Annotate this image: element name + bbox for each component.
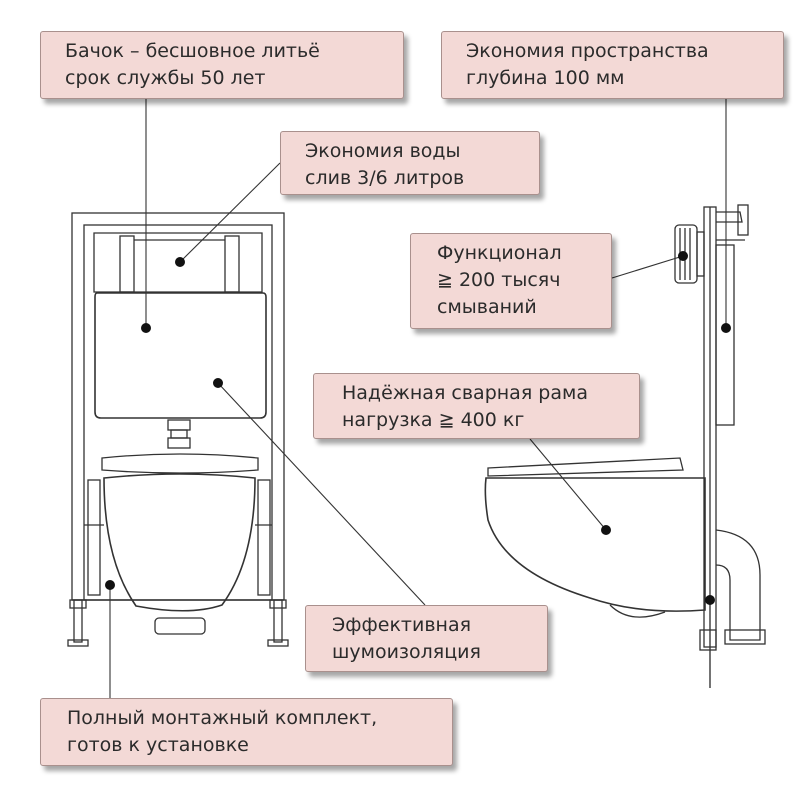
callout-kit-line2: готов к установке (67, 734, 249, 756)
drain-pipe (715, 529, 761, 641)
callout-water: Экономия воды слив 3/6 литров (280, 131, 540, 195)
bowl-side (484, 477, 706, 612)
seat-lid (101, 453, 259, 474)
callout-space-line1: Экономия пространства (466, 40, 709, 62)
callout-space: Экономия пространства глубина 100 мм (441, 31, 784, 99)
callout-tank: Бачок – бесшовное литьё срок службы 50 л… (40, 31, 404, 99)
dot-noise (213, 378, 223, 388)
callout-tank-line1: Бачок – бесшовное литьё (65, 40, 320, 62)
callout-frame: Надёжная сварная рама нагрузка ≧ 400 кг (313, 373, 640, 439)
front-leg-left (73, 599, 83, 643)
callout-frame-line1: Надёжная сварная рама (342, 382, 588, 404)
callout-func-line2: ≧ 200 тысяч (437, 269, 561, 291)
bowl-front (103, 473, 256, 612)
dot-func (678, 251, 688, 261)
leader-frame (529, 438, 607, 531)
callout-noise: Эффективная шумоизоляция (305, 605, 548, 672)
tank-top-shell (93, 232, 263, 293)
callout-func-line1: Функционал (437, 242, 562, 264)
leader-water (179, 162, 281, 263)
callout-kit-line1: Полный монтажный комплект, (67, 707, 378, 729)
seat-side (487, 457, 684, 477)
dot-space (721, 323, 731, 333)
dot-side-floor (705, 595, 715, 605)
cistern-body (94, 292, 267, 419)
leader-lines (109, 99, 727, 698)
callout-noise-line1: Эффективная (332, 614, 472, 636)
leader-func (611, 255, 684, 279)
front-frame-outer (71, 212, 285, 601)
callout-noise-line2: шумоизоляция (332, 641, 481, 663)
callout-kit: Полный монтажный комплект, готов к устан… (40, 698, 453, 766)
dot-frame (601, 525, 611, 535)
dot-kit (105, 580, 115, 590)
dot-water (175, 257, 185, 267)
callout-frame-line2: нагрузка ≧ 400 кг (342, 409, 525, 431)
callout-water-line2: слив 3/6 литров (305, 167, 465, 189)
callout-space-line2: глубина 100 мм (466, 67, 625, 89)
front-leg-right (273, 599, 283, 643)
callout-func-line3: смываний (437, 296, 537, 318)
marker-dots (105, 251, 731, 605)
dot-tank (141, 323, 151, 333)
front-view (67, 212, 289, 647)
leader-noise (217, 382, 426, 606)
callout-tank-line2: срок службы 50 лет (65, 67, 266, 89)
callout-func: Функционал ≧ 200 тысяч смываний (410, 233, 612, 329)
front-frame-inner (83, 224, 273, 601)
callout-water-line1: Экономия воды (305, 140, 461, 162)
